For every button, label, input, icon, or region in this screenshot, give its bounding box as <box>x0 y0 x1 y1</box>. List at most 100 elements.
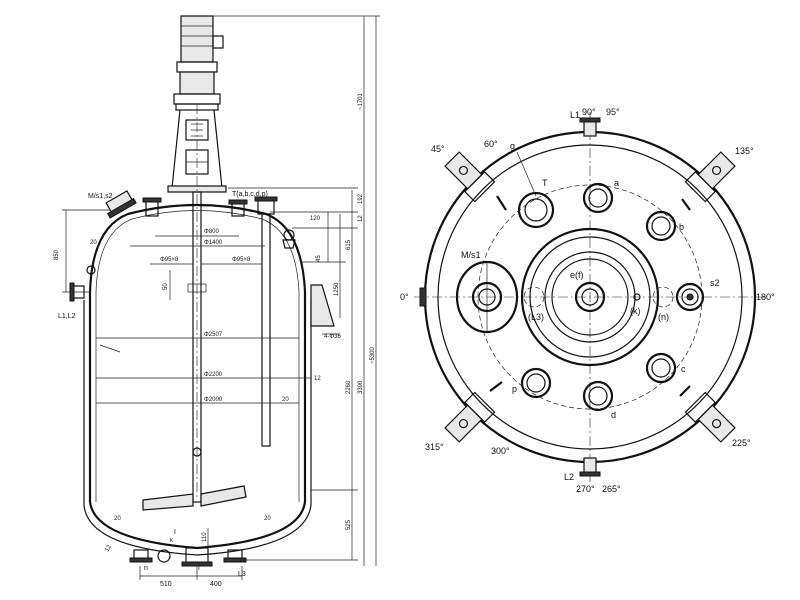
shell-outline <box>437 144 743 450</box>
dim-1701: ~1701 <box>358 92 364 110</box>
dim-d2200: Φ2200 <box>204 372 223 378</box>
nozzle-s2[interactable] <box>675 282 705 312</box>
bottom-head <box>88 501 307 550</box>
support-lug-225 <box>684 151 736 203</box>
dim-12-top: 12 <box>358 215 364 222</box>
angle-0: 0° <box>400 292 409 302</box>
label-n-top: (n) <box>658 312 669 322</box>
reducer-flange <box>176 61 218 73</box>
label-l1: L1 <box>570 110 580 120</box>
angle-95: 95° <box>606 107 620 117</box>
dim-1250: 1250 <box>334 282 340 296</box>
dim-d2000: Φ2000 <box>204 397 223 403</box>
nozzle-d[interactable] <box>582 380 614 412</box>
label-f: f <box>198 565 200 572</box>
top-view-labels: 0° 45° 60° 90° 95° 135° 180° 225° 265° 2… <box>400 107 775 494</box>
label-t-nozzles: T(a,b,c,d,p) <box>232 191 268 198</box>
dim-12-right: 12 <box>314 376 321 382</box>
dim-3390: 3390 <box>358 380 364 394</box>
nozzle-m-s1-s2[interactable] <box>105 190 137 219</box>
label-l3-side: L3 <box>238 571 246 578</box>
nozzle-a[interactable] <box>582 182 614 214</box>
angle-90: 90° <box>582 107 596 117</box>
nozzle-top-left[interactable] <box>142 197 162 217</box>
terminal-box <box>212 35 224 49</box>
agitator-blade-right <box>200 485 247 507</box>
side-view-labels: M/s1,s2 T(a,b,c,d,p) L1,L2 Φ800 Φ1400 Φ9… <box>54 92 376 588</box>
angle-265: 265° <box>602 484 621 494</box>
agitator-shaft <box>192 191 202 503</box>
agitator-support <box>171 109 223 189</box>
nozzle-n-hidden <box>652 286 674 308</box>
dim-400: 400 <box>210 581 222 588</box>
angle-270: 270° <box>576 484 595 494</box>
label-k-top: (k) <box>630 306 641 316</box>
dim-d95x8-left: Φ95×8 <box>160 257 179 263</box>
dim-525: 525 <box>346 519 352 530</box>
label-n: n <box>144 565 148 572</box>
label-k: k <box>170 538 174 544</box>
nozzle-k <box>633 293 641 301</box>
label-l2: L2 <box>564 472 574 482</box>
support-lug <box>310 284 335 327</box>
dim-192: 192 <box>358 193 364 204</box>
label-a: a <box>614 178 619 188</box>
dim-20-bottom-left: 20 <box>114 516 121 522</box>
label-g: g <box>510 141 515 151</box>
dim-20-middle: 20 <box>282 397 289 403</box>
agitator-shaft-top <box>574 281 606 313</box>
nozzle-p[interactable] <box>520 367 552 399</box>
reducer <box>179 71 215 95</box>
support-lug-135 <box>684 391 736 443</box>
label-e-f: e(f) <box>570 270 584 280</box>
dim-45: 45 <box>316 255 322 262</box>
angle-180: 180° <box>756 292 775 302</box>
angle-135: 135° <box>735 146 754 156</box>
angle-315: 315° <box>425 442 444 452</box>
label-t: T <box>542 178 548 188</box>
nozzle-l3-hidden <box>523 286 545 308</box>
nozzle-top-right[interactable] <box>228 199 248 217</box>
dim-850: 850 <box>54 249 60 260</box>
label-s2: s2 <box>710 278 720 288</box>
nozzle-b[interactable] <box>645 210 677 242</box>
dim-d1400: Φ1400 <box>204 240 223 246</box>
angle-60: 60° <box>484 139 498 149</box>
angle-225: 225° <box>732 438 751 448</box>
dim-12-bottom-left: 12 <box>105 544 114 553</box>
support-lug-45 <box>444 391 496 443</box>
dim-2260: 2260 <box>346 380 352 394</box>
dim-510: 510 <box>160 581 172 588</box>
top-view <box>414 112 766 484</box>
label-detail-i: I <box>174 529 176 536</box>
label-l3: (L3) <box>528 312 544 322</box>
dim-615: 615 <box>346 239 352 250</box>
label-b: b <box>679 222 684 232</box>
dim-20-bottom-right: 20 <box>264 516 271 522</box>
nozzle-t[interactable] <box>254 196 278 215</box>
dim-d95x8-right: Φ95×8 <box>232 257 251 263</box>
detail-circle-i <box>157 549 171 563</box>
center-flange-outer <box>520 227 660 367</box>
nozzle-t-top[interactable] <box>517 191 555 229</box>
label-m-s1-s2: M/s1,s2 <box>88 193 113 200</box>
nozzle-0deg[interactable] <box>419 287 427 307</box>
dim-4-d36: 4-Φ36 <box>324 334 341 340</box>
jacket <box>83 300 312 556</box>
dim-110: 110 <box>202 532 208 542</box>
label-m-s1: M/s1 <box>461 250 481 260</box>
dim-d2507: Φ2507 <box>204 332 223 338</box>
top-head <box>88 203 307 293</box>
dim-120: 120 <box>310 216 321 222</box>
dim-5300: ~5300 <box>370 346 376 364</box>
angle-300: 300° <box>491 446 510 456</box>
label-l1-l2: L1,L2 <box>58 313 76 320</box>
thermowell <box>261 213 271 447</box>
nozzle-c[interactable] <box>645 352 677 384</box>
label-p: p <box>512 384 517 394</box>
label-d: d <box>611 410 616 420</box>
motor <box>180 15 214 63</box>
angle-45: 45° <box>431 144 445 154</box>
label-c: c <box>681 364 686 374</box>
